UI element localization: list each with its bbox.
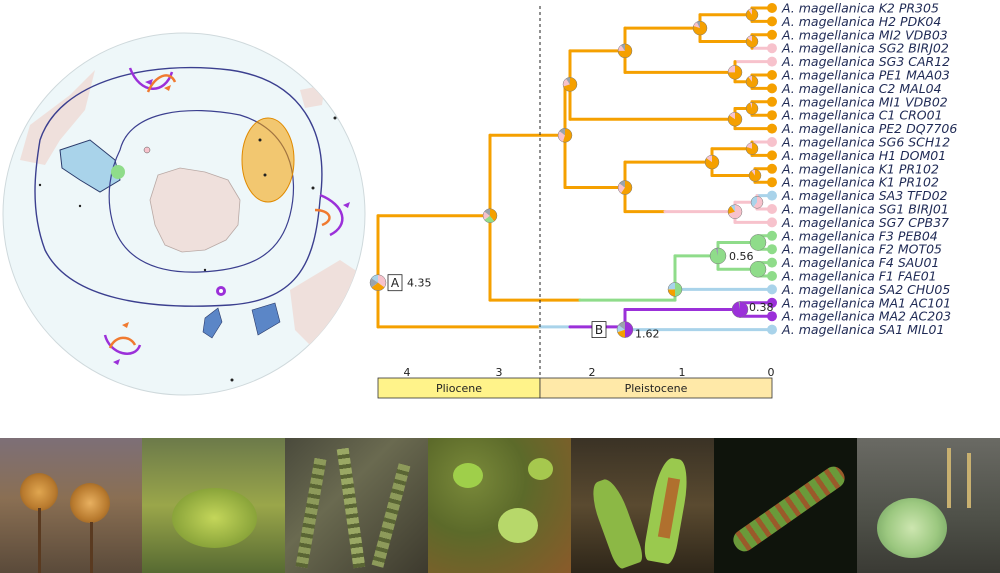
axis-tick: 1 <box>679 366 686 379</box>
tip-label: A. magellanica H2 PDK04 <box>781 14 941 29</box>
specimen-photo-6 <box>714 438 857 573</box>
current-arrow-right <box>319 193 344 237</box>
ancestral-state-pie <box>709 247 727 265</box>
ancestral-state-pie <box>617 180 633 195</box>
tip-label: A. magellanica MI2 VDB03 <box>781 27 948 42</box>
pliocene-label: Pliocene <box>436 382 482 395</box>
tip-label: A. magellanica K2 PR305 <box>781 1 939 16</box>
specimen-photo-5 <box>571 438 714 573</box>
current-arrow-bottom <box>103 334 142 355</box>
ancestral-state-pie <box>745 142 759 155</box>
tip-label: A. magellanica SG1 BIRJ01 <box>781 202 949 217</box>
time-axis: 4 3 2 1 0 Pliocene Pleistocene <box>377 6 775 399</box>
tip-label: A. magellanica K1 PR102 <box>781 175 939 190</box>
tip-label: A. magellanica F1 FAE01 <box>781 269 937 284</box>
tip-label: A. magellanica F3 PEB04 <box>781 228 938 243</box>
node-a-age: 4.35 <box>407 277 432 290</box>
bird-icon <box>122 322 129 328</box>
specimen-photo-3 <box>285 438 428 573</box>
tip-label: A. magellanica SG6 SCH12 <box>781 135 950 150</box>
island-marker-1 <box>111 165 125 179</box>
current-arrow-top <box>128 67 174 90</box>
ancestral-state-pie <box>745 35 759 48</box>
ancestral-state-pie <box>749 261 767 278</box>
specimen-photo-7 <box>857 438 1000 573</box>
specimen-photo-1 <box>0 438 142 573</box>
new-zealand-b <box>251 302 281 336</box>
specimen-photo-2 <box>142 438 285 573</box>
tip-label: A. magellanica SA1 MIL01 <box>781 322 944 337</box>
ancestral-state-pie <box>667 282 683 297</box>
tip-label: A. magellanica F4 SAU01 <box>781 255 939 270</box>
tip-label: A. magellanica MA1 AC101 <box>781 295 951 310</box>
node-a-label: A <box>391 276 400 290</box>
antarctica-land <box>149 167 241 253</box>
ancestral-state-pie <box>482 208 498 223</box>
node-b-label-box <box>591 321 607 339</box>
ancestral-state-pie <box>727 204 743 219</box>
falklands-node-age: 0.56 <box>729 250 754 263</box>
axis-tick: 0 <box>768 366 775 379</box>
tip-label: A. magellanica SA2 CHU05 <box>781 282 950 297</box>
new-zealand-a <box>202 307 223 339</box>
polar-front-inner <box>108 110 295 273</box>
ancestral-state-pie <box>745 102 759 115</box>
tip-label: A. magellanica SG3 CAR12 <box>781 54 950 69</box>
marion-node-age: 0.38 <box>749 301 774 314</box>
kerguelen-region-highlight <box>241 117 295 203</box>
bird-icon <box>145 79 153 85</box>
ancestral-state-pie <box>557 128 573 143</box>
tip-label: A. magellanica H1 DOM01 <box>781 148 946 163</box>
polar-front-outer <box>34 66 323 307</box>
tip-label: A. magellanica MI1 VDB02 <box>781 94 948 109</box>
southern-ocean-map <box>2 32 366 396</box>
node-a-label-box <box>387 274 403 292</box>
ancestral-state-pie <box>562 77 578 92</box>
ancestral-state-pie <box>745 8 759 21</box>
tip-label: A. magellanica C1 CRO01 <box>781 108 943 123</box>
ancestral-state-pie <box>731 301 749 318</box>
tip-label: A. magellanica C2 MAL04 <box>781 81 942 96</box>
axis-tick: 3 <box>496 366 503 379</box>
tip-label: A. magellanica SA3 TFD02 <box>781 188 948 203</box>
ancestral-state-pie <box>727 111 743 127</box>
bird-icon <box>164 85 171 91</box>
axis-tick: 4 <box>404 366 411 379</box>
ancestral-state-pie <box>704 154 720 170</box>
specimen-photo-4 <box>428 438 571 573</box>
tip-label: A. magellanica K1 PR102 <box>781 161 939 176</box>
node-b-age: 1.62 <box>635 328 660 341</box>
ancestral-state-pie <box>750 196 764 209</box>
tip-label: A. magellanica F2 MOT05 <box>781 242 942 257</box>
tip-label: A. magellanica PE1 MAA03 <box>781 68 950 83</box>
node-b-label: B <box>595 323 603 337</box>
ancestral-state-pie <box>692 20 708 36</box>
axis-tick: 2 <box>589 366 596 379</box>
tip-label: A. magellanica SG7 CPB37 <box>781 215 949 230</box>
ancestral-state-pie <box>745 75 759 88</box>
bird-icon <box>113 359 120 365</box>
tip-label: A. magellanica MA2 AC203 <box>781 309 951 324</box>
ancestral-state-pie <box>369 274 387 291</box>
pleistocene-bar <box>539 377 773 399</box>
ancestral-state-pie <box>749 234 767 251</box>
south-america-land <box>20 70 95 165</box>
pleistocene-label: Pleistocene <box>625 382 688 395</box>
tip-label: A. magellanica SG2 BIRJ02 <box>781 41 949 56</box>
ancestral-state-pie <box>616 321 634 338</box>
specimen-photo-strip <box>0 438 1000 573</box>
tip-label: A. magellanica PE2 DQ7706 <box>781 121 957 136</box>
ancestral-state-pie <box>727 65 743 80</box>
ancestral-state-pie <box>617 43 633 59</box>
ancestral-state-pie <box>748 169 762 182</box>
bird-icon <box>343 202 350 208</box>
